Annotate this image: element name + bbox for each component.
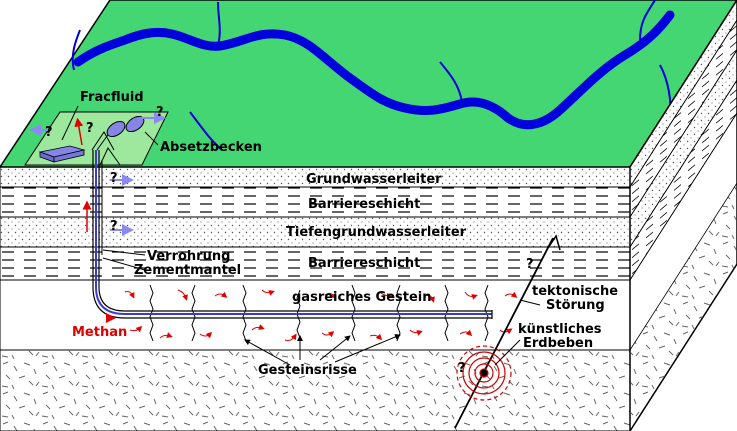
side-barriere-1 (629, 19, 737, 219)
river-tributary-4 (639, 0, 656, 41)
side-tiefengrundwasserleiter (629, 49, 737, 249)
layer-grundgestein (0, 349, 631, 431)
label-gasreiches-gestein: gasreiches Gestein (292, 290, 432, 305)
label-grundwasserleiter: Grundwasserleiter (306, 172, 442, 187)
label-absetzbecken: Absetzbecken (160, 140, 262, 155)
label-fracfluid: Fracfluid (80, 90, 144, 105)
label-methan: Methan (72, 325, 127, 340)
question-mark: ? (156, 105, 164, 120)
settling-ponds-icon (106, 115, 145, 138)
layer-barriere-1 (0, 186, 631, 218)
layer-barriere-2 (0, 246, 631, 281)
question-mark: ? (526, 257, 534, 272)
river-tributary-5 (189, 111, 223, 151)
storage-tanks (38, 145, 86, 163)
label-tiefengrundwasserleiter: Tiefengrundwasserleiter (286, 225, 467, 240)
leak-arrows (29, 112, 166, 236)
river-tributary-1 (71, 29, 81, 71)
leader-lines (61, 105, 541, 366)
river (73, 10, 675, 130)
label-erdbeben: Erdbeben (523, 336, 593, 351)
methane-arrows (124, 289, 518, 341)
question-mark: ? (45, 125, 53, 140)
label-barriereschicht-2: Barriereschicht (308, 256, 420, 271)
label-gesteinsrisse: Gesteinsrisse (258, 363, 357, 378)
label-verrohrung: Verrohrung (147, 249, 230, 264)
label-stoerung: Störung (546, 298, 605, 313)
label-zementmantel: Zementmantel (134, 263, 241, 278)
river-tributary-3 (439, 61, 463, 104)
question-mark: ? (458, 361, 466, 376)
question-mark: ? (110, 171, 118, 186)
river-tributary-2 (217, 1, 221, 46)
earthquake-icon (456, 345, 512, 401)
well-casing (92, 150, 493, 319)
label-barriereschicht-1: Barriereschicht (308, 197, 420, 212)
label-tektonische: tektonische (532, 284, 618, 299)
label-kuenstliches: künstliches (518, 322, 602, 337)
tectonic-fault (454, 237, 554, 429)
side-barriere-2 (629, 79, 737, 282)
side-grundwasserleiter (629, 0, 737, 189)
question-mark: ? (86, 121, 94, 136)
side-grundgestein (629, 182, 737, 431)
upward-red-arrows (74, 117, 92, 232)
question-mark: ? (110, 219, 118, 234)
methan-pointer (106, 313, 116, 323)
